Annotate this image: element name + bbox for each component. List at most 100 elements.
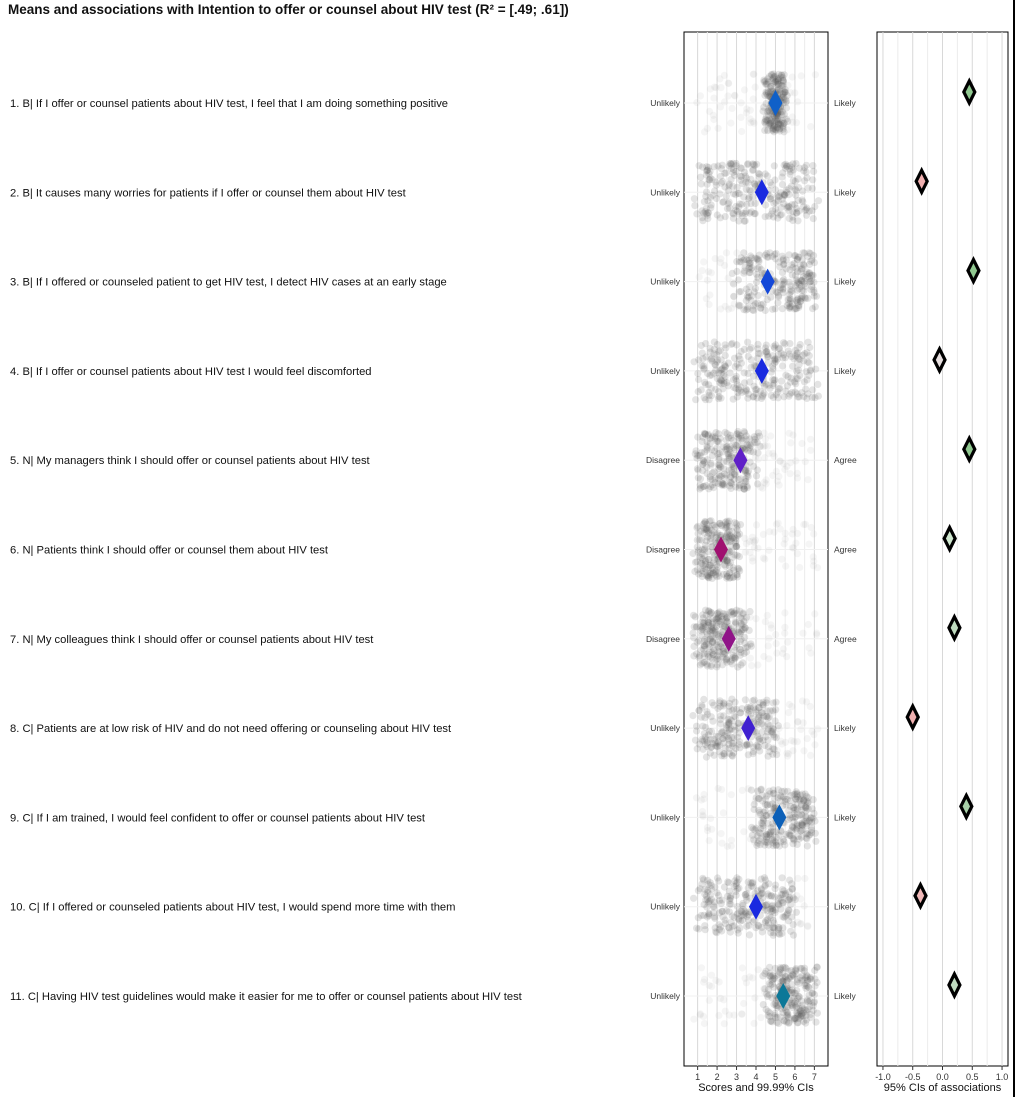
score-point — [778, 874, 786, 882]
score-point — [763, 296, 771, 304]
score-point — [808, 989, 816, 997]
score-point — [786, 895, 794, 903]
score-point — [785, 829, 793, 838]
score-point — [709, 626, 717, 634]
score-point — [716, 103, 725, 111]
association-diamond — [947, 613, 962, 643]
score-point — [797, 997, 806, 1005]
score-point — [703, 660, 711, 668]
score-point — [722, 616, 730, 624]
score-point — [798, 790, 807, 798]
score-point — [691, 736, 700, 744]
score-point — [765, 892, 773, 900]
score-point — [746, 538, 754, 546]
score-point — [806, 274, 814, 282]
score-point — [764, 353, 773, 361]
score-point — [783, 162, 791, 170]
score-point — [779, 122, 787, 130]
score-point — [717, 179, 726, 187]
score-point — [802, 698, 811, 706]
score-point — [731, 354, 739, 362]
score-point — [708, 530, 716, 538]
score-point — [784, 638, 792, 646]
score-point — [753, 741, 761, 750]
score-point — [735, 484, 743, 492]
score-point — [740, 427, 748, 436]
score-point — [798, 255, 807, 264]
score-point — [719, 481, 727, 489]
score-point — [773, 751, 781, 759]
right-border — [1013, 0, 1015, 1097]
score-point — [759, 701, 767, 709]
score-point — [714, 563, 722, 571]
left-anchor-label: Unlikely — [650, 187, 681, 197]
score-point — [754, 455, 762, 463]
score-point — [783, 462, 791, 470]
score-point — [802, 1006, 810, 1014]
score-point — [799, 1017, 808, 1025]
score-point — [778, 899, 787, 907]
scores-tick-label: 6 — [792, 1072, 797, 1082]
score-point — [759, 701, 767, 709]
score-point — [719, 647, 728, 656]
score-point — [740, 306, 748, 314]
score-point — [749, 166, 757, 174]
score-point — [704, 739, 712, 747]
score-point — [723, 531, 731, 539]
item-label: 3. B| If I offered or counseled patient … — [10, 277, 447, 289]
score-point — [745, 259, 753, 267]
score-point — [726, 574, 735, 582]
score-point — [714, 479, 722, 488]
score-point — [802, 270, 811, 278]
score-point — [766, 195, 775, 203]
score-point — [747, 642, 756, 650]
score-point — [748, 306, 757, 314]
score-point — [749, 537, 757, 545]
score-point — [778, 173, 786, 181]
score-point — [714, 609, 722, 617]
score-point — [751, 453, 760, 462]
score-point — [807, 829, 816, 837]
score-point — [751, 83, 759, 91]
score-point — [744, 195, 753, 203]
score-point — [767, 293, 775, 301]
score-point — [766, 178, 774, 186]
score-point — [810, 278, 818, 286]
score-point — [732, 191, 740, 199]
score-point — [734, 564, 742, 572]
score-point — [793, 529, 802, 538]
score-point — [770, 122, 778, 131]
score-point — [783, 92, 791, 100]
score-point — [710, 902, 718, 910]
score-point — [766, 905, 774, 913]
score-point — [704, 564, 712, 572]
score-point — [703, 276, 712, 284]
score-point — [775, 923, 783, 932]
score-point — [734, 885, 742, 893]
score-point — [697, 623, 705, 631]
score-point — [811, 303, 819, 311]
score-point — [801, 274, 809, 282]
score-point — [734, 389, 742, 397]
score-point — [797, 810, 805, 818]
score-point — [786, 802, 794, 810]
score-point — [780, 393, 788, 401]
score-point — [732, 206, 740, 214]
score-point — [713, 663, 721, 671]
score-point — [770, 828, 778, 836]
score-point — [701, 517, 709, 526]
score-point — [712, 534, 720, 542]
score-point — [710, 468, 718, 476]
score-point — [802, 1016, 811, 1024]
score-point — [703, 823, 712, 832]
score-point — [730, 463, 738, 471]
score-point — [774, 214, 782, 222]
score-point — [784, 81, 792, 89]
score-point — [740, 269, 748, 277]
score-point — [800, 964, 809, 972]
score-point — [761, 881, 770, 889]
score-point — [763, 833, 771, 841]
association-diamond — [913, 881, 928, 911]
score-point — [781, 86, 789, 94]
score-point — [779, 899, 787, 907]
